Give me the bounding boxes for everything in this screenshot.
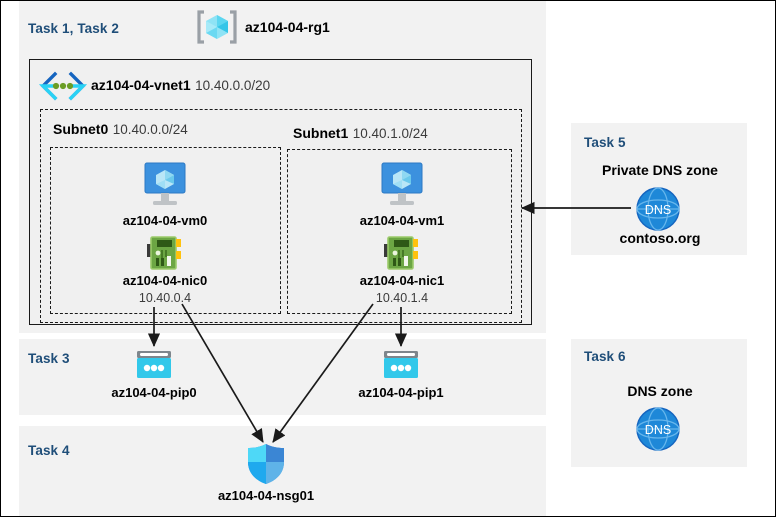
network-interface-icon: [146, 235, 184, 271]
dns-zone-heading: DNS zone: [627, 383, 693, 399]
subnet0-header: Subnet0 10.40.0.0/24: [53, 121, 188, 139]
public-ip-address-icon: [135, 349, 173, 381]
subnet1-box: [287, 149, 512, 314]
virtual-machine-icon: [374, 161, 430, 209]
dns-icon-text: DNS: [645, 203, 671, 217]
private-dns-zone-heading: Private DNS zone: [602, 162, 718, 178]
subnet1-name: Subnet1: [293, 125, 349, 141]
vnet-header: az104-04-vnet1 10.40.0.0/20: [91, 77, 270, 95]
task-label-1-2: Task 1, Task 2: [28, 21, 119, 36]
vnet-address-space: 10.40.0.0/20: [195, 78, 271, 93]
nsg-label: az104-04-nsg01: [217, 488, 315, 503]
nic1-label: az104-04-nic1: [359, 273, 445, 288]
dns-zone-globe-icon: DNS: [635, 406, 681, 452]
subnet0-cidr: 10.40.0.0/24: [112, 122, 188, 137]
nic0-ip: 10.40.0.4: [138, 291, 192, 305]
task-label-5: Task 5: [584, 135, 626, 150]
subnet0-name: Subnet0: [53, 121, 109, 137]
pip1-label: az104-04-pip1: [358, 385, 444, 400]
private-dns-zone-name: contoso.org: [619, 230, 701, 246]
vm1-label: az104-04-vm1: [359, 213, 445, 228]
network-security-group-shield-icon: [245, 442, 287, 486]
public-ip-address-icon: [382, 349, 420, 381]
resource-group-name: az104-04-rg1: [245, 19, 330, 35]
virtual-machine-icon: [137, 161, 193, 209]
vm0-label: az104-04-vm0: [122, 213, 208, 228]
nic1-ip: 10.40.1.4: [375, 291, 429, 305]
network-interface-icon: [383, 235, 421, 271]
task-label-3: Task 3: [28, 351, 70, 366]
subnet0-box: [50, 147, 281, 314]
task3-panel: [19, 339, 546, 415]
virtual-network-icon: [38, 71, 88, 101]
dns-zone-globe-icon: DNS: [635, 186, 681, 232]
resource-group-icon: [197, 9, 237, 45]
task-label-4: Task 4: [28, 443, 70, 458]
vnet-name: az104-04-vnet1: [91, 77, 191, 93]
subnet1-header: Subnet1 10.40.1.0/24: [293, 125, 428, 143]
pip0-label: az104-04-pip0: [111, 385, 197, 400]
dns-icon-text: DNS: [645, 423, 671, 437]
task-label-6: Task 6: [584, 349, 626, 364]
subnet1-cidr: 10.40.1.0/24: [352, 126, 428, 141]
nic0-label: az104-04-nic0: [122, 273, 208, 288]
